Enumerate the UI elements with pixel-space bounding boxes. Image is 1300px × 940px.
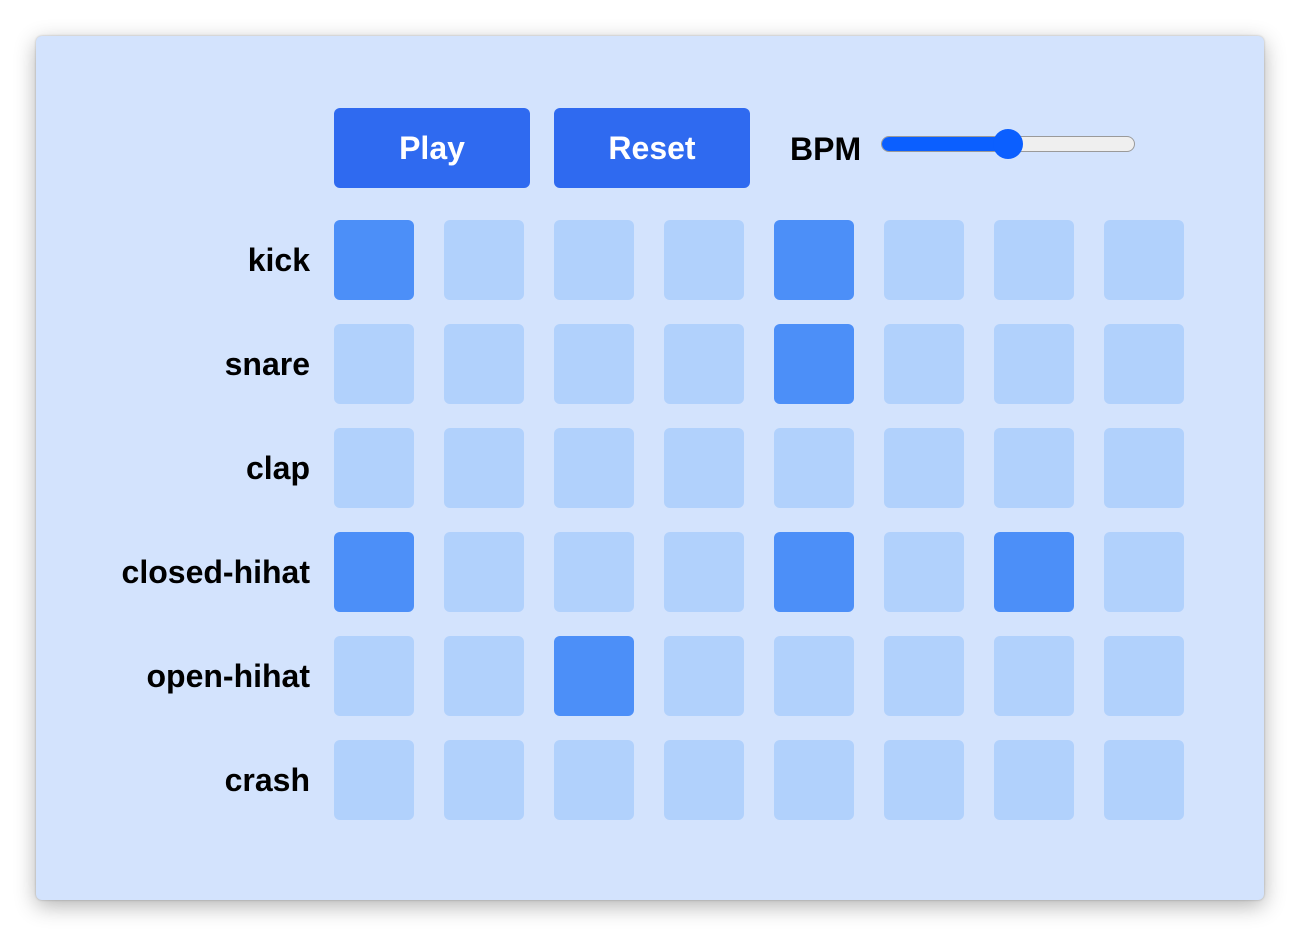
- step-crash-2[interactable]: [444, 740, 524, 820]
- step-closed-hihat-4[interactable]: [664, 532, 744, 612]
- track-label: open-hihat: [146, 658, 310, 694]
- step-clap-7[interactable]: [994, 428, 1074, 508]
- step-closed-hihat-3[interactable]: [554, 532, 634, 612]
- step-snare-7[interactable]: [994, 324, 1074, 404]
- step-kick-5[interactable]: [774, 220, 854, 300]
- step-kick-2[interactable]: [444, 220, 524, 300]
- step-open-hihat-4[interactable]: [664, 636, 744, 716]
- track-label: closed-hihat: [121, 554, 310, 590]
- step-closed-hihat-1[interactable]: [334, 532, 414, 612]
- track-label: crash: [224, 762, 310, 798]
- step-kick-8[interactable]: [1104, 220, 1184, 300]
- step-crash-7[interactable]: [994, 740, 1074, 820]
- step-open-hihat-3[interactable]: [554, 636, 634, 716]
- bpm-slider[interactable]: [881, 129, 1136, 159]
- bpm-label: BPM: [790, 130, 862, 167]
- step-open-hihat-6[interactable]: [884, 636, 964, 716]
- step-kick-6[interactable]: [884, 220, 964, 300]
- step-kick-3[interactable]: [554, 220, 634, 300]
- step-open-hihat-5[interactable]: [774, 636, 854, 716]
- track-label: snare: [224, 346, 310, 382]
- step-snare-3[interactable]: [554, 324, 634, 404]
- play-button[interactable]: Play: [334, 108, 530, 188]
- step-open-hihat-2[interactable]: [444, 636, 524, 716]
- step-closed-hihat-8[interactable]: [1104, 532, 1184, 612]
- step-crash-5[interactable]: [774, 740, 854, 820]
- step-clap-4[interactable]: [664, 428, 744, 508]
- step-closed-hihat-2[interactable]: [444, 532, 524, 612]
- step-clap-1[interactable]: [334, 428, 414, 508]
- step-kick-7[interactable]: [994, 220, 1074, 300]
- step-open-hihat-8[interactable]: [1104, 636, 1184, 716]
- transport-controls: Play Reset BPM: [334, 108, 1136, 188]
- step-closed-hihat-6[interactable]: [884, 532, 964, 612]
- step-snare-1[interactable]: [334, 324, 414, 404]
- step-closed-hihat-5[interactable]: [774, 532, 854, 612]
- step-snare-4[interactable]: [664, 324, 744, 404]
- step-crash-4[interactable]: [664, 740, 744, 820]
- step-kick-1[interactable]: [334, 220, 414, 300]
- reset-button[interactable]: Reset: [554, 108, 750, 188]
- track-label: kick: [247, 242, 310, 278]
- step-snare-6[interactable]: [884, 324, 964, 404]
- step-crash-8[interactable]: [1104, 740, 1184, 820]
- step-snare-2[interactable]: [444, 324, 524, 404]
- step-clap-8[interactable]: [1104, 428, 1184, 508]
- step-clap-5[interactable]: [774, 428, 854, 508]
- step-clap-6[interactable]: [884, 428, 964, 508]
- step-open-hihat-7[interactable]: [994, 636, 1074, 716]
- bpm-slider-thumb[interactable]: [993, 129, 1024, 159]
- step-crash-3[interactable]: [554, 740, 634, 820]
- step-open-hihat-1[interactable]: [334, 636, 414, 716]
- step-clap-2[interactable]: [444, 428, 524, 508]
- step-crash-1[interactable]: [334, 740, 414, 820]
- bpm-slider-fill: [882, 137, 1010, 151]
- step-snare-5[interactable]: [774, 324, 854, 404]
- step-crash-6[interactable]: [884, 740, 964, 820]
- step-closed-hihat-7[interactable]: [994, 532, 1074, 612]
- track-label: clap: [245, 450, 310, 486]
- sequencer-window: Play Reset BPM kick snare clap closed-hihat…: [36, 36, 1264, 900]
- step-snare-8[interactable]: [1104, 324, 1184, 404]
- step-clap-3[interactable]: [554, 428, 634, 508]
- step-kick-4[interactable]: [664, 220, 744, 300]
